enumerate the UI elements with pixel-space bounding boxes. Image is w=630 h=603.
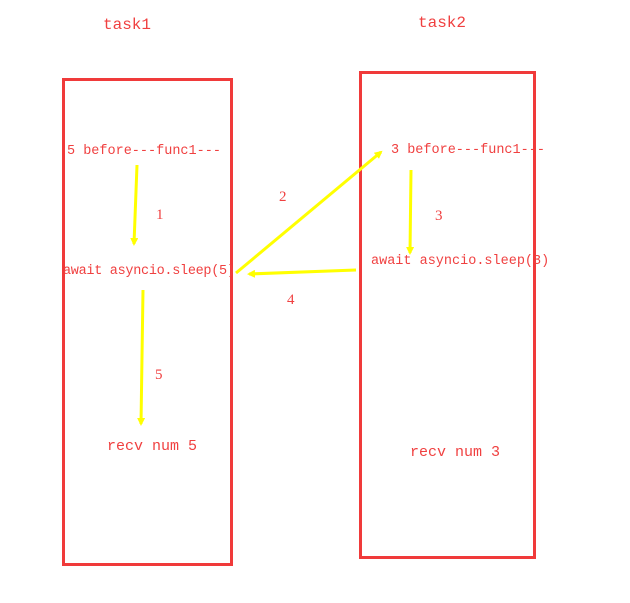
task2-title: task2	[418, 14, 467, 32]
task2-before-line: 3 before---func1---	[391, 143, 545, 158]
arrow-step-2	[235, 150, 383, 275]
task1-title: task1	[103, 16, 152, 34]
arrow-step-3	[406, 169, 415, 255]
step-label-3: 3	[435, 208, 443, 224]
task2-box	[359, 71, 536, 559]
task2-await-line: await asyncio.sleep(3)	[371, 254, 550, 269]
step-label-1: 1	[156, 207, 164, 223]
step-label-2: 2	[279, 189, 287, 205]
task1-await-line: await asyncio.sleep(5)	[63, 264, 235, 279]
arrow-step-4	[247, 268, 357, 278]
task1-recv-line: recv num 5	[107, 438, 198, 455]
arrow-step-1	[130, 164, 139, 246]
task2-recv-line: recv num 3	[410, 444, 501, 461]
task1-before-line: 5 before---func1---	[67, 144, 221, 159]
step-label-5: 5	[155, 367, 163, 383]
step-label-4: 4	[287, 292, 295, 308]
task1-box	[62, 78, 233, 566]
arrow-step-5	[137, 289, 146, 426]
